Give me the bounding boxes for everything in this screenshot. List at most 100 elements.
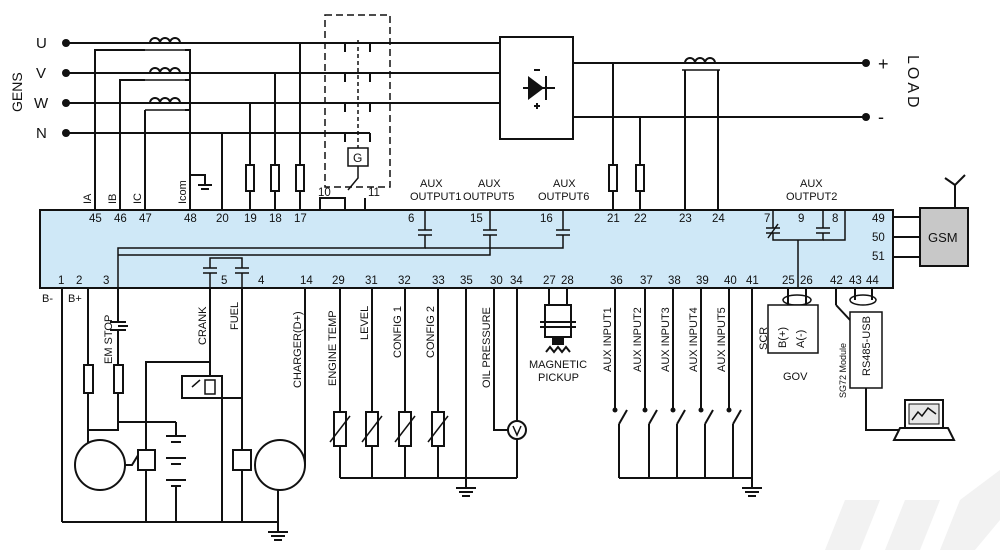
engine-temp-label: ENGINE TEMP [327, 310, 339, 386]
aux-output2-line1: AUX [800, 178, 823, 190]
fuel-label: FUEL [229, 302, 241, 330]
controller-body [39, 209, 894, 289]
bottom-pin-44: 44 [866, 275, 879, 287]
ct-coils [145, 37, 185, 111]
watermark-shape [885, 500, 940, 550]
bottom-pin-28: 28 [561, 275, 574, 287]
load-label: LOAD [904, 55, 921, 111]
bottom-pin-1: 1 [58, 275, 64, 287]
scr-label: SCR [758, 327, 770, 350]
top-pin-6: 6 [408, 213, 414, 225]
a-minus-label: A(-) [795, 330, 807, 348]
bottom-pin-14: 14 [300, 275, 313, 287]
aux-output1-line1: AUX [420, 178, 443, 190]
bottom-pin-3: 3 [103, 275, 109, 287]
bottom-pin-40: 40 [724, 275, 737, 287]
load-lines [573, 57, 870, 210]
crank-label: CRANK [197, 306, 209, 345]
internal-contacts [117, 210, 846, 288]
bottom-pin-25: 25 [782, 275, 795, 287]
phase-v-label: V [36, 65, 46, 82]
charger-label: CHARGER(D+) [292, 311, 304, 388]
top-pin-22: 22 [634, 213, 647, 225]
phase-lines [62, 39, 500, 137]
ct-wiring [94, 49, 212, 210]
b-plus-label: B(+) [777, 327, 789, 348]
ct-ia-label: IA [82, 193, 94, 204]
gens-label: GENS [9, 72, 25, 112]
bottom-pin-labels: 1 2 3 5 4 14 29 31 32 33 35 30 34 27 28 … [58, 275, 879, 287]
laptop-icon [892, 399, 956, 441]
bottom-pin-5: 5 [221, 275, 227, 287]
top-pin-9: 9 [798, 213, 804, 225]
bottom-pin-33: 33 [432, 275, 445, 287]
aux-input4-label: AUX INPUT4 [688, 307, 700, 372]
gsm-label: GSM [928, 230, 958, 245]
aux-output1-line2: OUTPUT1 [410, 191, 461, 203]
oil-pressure-label: OIL PRESSURE [481, 307, 493, 388]
bottom-pin-4: 4 [258, 275, 265, 287]
gsm-module [893, 174, 969, 267]
aux-input5-label: AUX INPUT5 [716, 307, 728, 372]
aux-output6-line2: OUTPUT6 [538, 191, 589, 203]
watermark-shape [940, 470, 1000, 550]
bottom-pin-26: 26 [800, 275, 813, 287]
battery-engine-wiring [61, 288, 306, 541]
top-pin-21: 21 [607, 213, 620, 225]
bottom-pin-2: 2 [76, 275, 82, 287]
aux-input-wiring [612, 288, 762, 497]
config2-label: CONFIG 2 [425, 306, 437, 358]
governor-wiring [767, 288, 819, 354]
config1-label: CONFIG 1 [392, 306, 404, 358]
bottom-pin-39: 39 [696, 275, 709, 287]
top-pin-10: 10 [318, 187, 331, 199]
bottom-pin-43: 43 [849, 275, 862, 287]
bottom-pin-29: 29 [332, 275, 345, 287]
aux-input3-label: AUX INPUT3 [660, 307, 672, 372]
phase-w-label: W [34, 95, 49, 112]
top-pin-15: 15 [470, 213, 483, 225]
top-pin-46: 46 [114, 213, 127, 225]
supply-pos-label: B+ [68, 293, 82, 305]
ct-icom-label: Icom [177, 180, 189, 204]
bottom-pin-42: 42 [830, 275, 843, 287]
rs485-label: RS485-USB [861, 316, 873, 376]
top-pin-16: 16 [540, 213, 553, 225]
aux-output6-line1: AUX [553, 178, 576, 190]
top-pin-labels: 45 46 47 48 20 19 18 17 10 11 6 15 16 21… [89, 187, 838, 225]
bottom-pin-37: 37 [640, 275, 653, 287]
supply-neg-label: B- [42, 293, 53, 305]
gsm-pin-49: 49 [872, 213, 885, 225]
aux-input2-label: AUX INPUT2 [632, 307, 644, 372]
magnetic-pickup [540, 288, 576, 354]
top-pin-7: 7 [764, 213, 770, 225]
aux-output2-line2: OUTPUT2 [786, 191, 837, 203]
magnetic-pickup-line1: MAGNETIC [529, 359, 587, 371]
top-pin-45: 45 [89, 213, 102, 225]
top-pin-24: 24 [712, 213, 725, 225]
aux-input1-label: AUX INPUT1 [602, 307, 614, 372]
bottom-pin-30: 30 [490, 275, 503, 287]
voltage-sense-wires [221, 43, 305, 210]
top-pin-48: 48 [184, 213, 197, 225]
bottom-pin-31: 31 [365, 275, 378, 287]
em-stop-label: EM STOP [103, 315, 115, 364]
phase-u-label: U [36, 35, 47, 52]
top-pin-18: 18 [269, 213, 282, 225]
bottom-pin-41: 41 [746, 275, 759, 287]
top-pin-47: 47 [139, 213, 152, 225]
rs485-wiring [835, 288, 905, 431]
top-pin-11: 11 [368, 187, 380, 199]
load-plus-label: + [878, 54, 889, 74]
aux-output5-line2: OUTPUT5 [463, 191, 514, 203]
top-pin-19: 19 [244, 213, 257, 225]
load-minus-label: - [878, 107, 884, 127]
gsm-pin-51: 51 [872, 251, 885, 263]
breaker-g-label: G [353, 151, 362, 165]
magnetic-pickup-line2: PICKUP [538, 372, 579, 384]
sensor-wiring [329, 288, 527, 497]
ct-ic-label: IC [132, 193, 144, 204]
rectifier [499, 36, 574, 140]
bottom-pin-32: 32 [398, 275, 411, 287]
